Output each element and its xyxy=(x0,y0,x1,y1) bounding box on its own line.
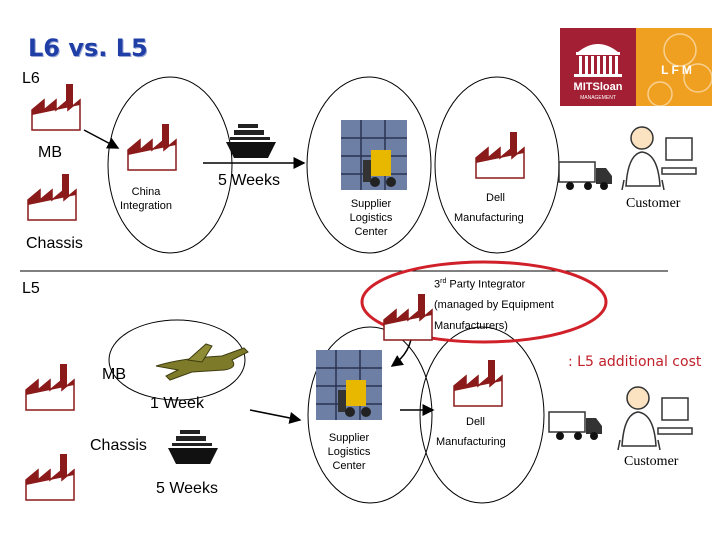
l6-label: L6 xyxy=(22,70,40,87)
l6-arrow-to-china xyxy=(83,129,120,149)
l5-manufacturing-label: Manufacturing xyxy=(436,436,506,448)
logo-right-text: LFM xyxy=(661,63,695,77)
l5-weeks-label: 5 Weeks xyxy=(156,480,218,497)
warehouse-forklift-icon xyxy=(341,120,407,190)
factory-icon xyxy=(25,454,75,501)
factory-icon xyxy=(383,294,433,341)
integrator-line1: 3rd Party Integrator xyxy=(434,278,525,291)
integrator-rest: Party Integrator xyxy=(449,278,526,291)
l6-slc-circle xyxy=(306,76,432,254)
l5-label: L5 xyxy=(22,280,40,297)
factory-icon xyxy=(475,132,525,179)
l5-customer-label: Customer xyxy=(624,454,679,469)
ship-icon xyxy=(226,124,276,158)
l5-mb-label: MB xyxy=(102,366,126,383)
integrator-prefix: 3 xyxy=(434,278,441,291)
l6-manufacturing-label: Manufacturing xyxy=(454,212,524,224)
l6-slc-line1: Supplier xyxy=(350,198,392,210)
warehouse-forklift-icon xyxy=(316,350,382,420)
l6-weeks-label: 5 Weeks xyxy=(218,172,280,189)
l6-dell-label: Dell xyxy=(486,192,505,204)
truck-icon xyxy=(548,411,602,440)
integrator-sup: rd xyxy=(440,278,447,285)
logo-left-text: MITSloan xyxy=(574,81,623,93)
factory-icon xyxy=(25,364,75,411)
integrator-line2: (managed by Equipment xyxy=(434,299,554,311)
l6-china-line2: Integration xyxy=(120,200,172,212)
customer-person-icon xyxy=(621,126,697,191)
l5-dell-label: Dell xyxy=(466,416,485,428)
ship-icon xyxy=(168,430,218,464)
l6-chassis-label: Chassis xyxy=(26,235,83,252)
l6-slc-line2: Logistics xyxy=(349,212,393,224)
factory-icon xyxy=(27,174,77,221)
factory-icon xyxy=(453,360,503,407)
l6-mb-label: MB xyxy=(38,144,62,161)
l5-arrow-to-slc xyxy=(249,409,302,424)
l5-dell-circle xyxy=(419,326,545,504)
l5-slc-line3: Center xyxy=(332,460,366,472)
l5-slc-line1: Supplier xyxy=(328,432,370,444)
integrator-highlight xyxy=(360,260,608,344)
l6-customer-label: Customer xyxy=(626,196,681,211)
factory-icon xyxy=(127,124,177,171)
customer-person-icon xyxy=(617,386,693,451)
l6-china-circle xyxy=(107,76,233,254)
l5-chassis-label: Chassis xyxy=(90,437,147,454)
integrator-line3: Manufacturers) xyxy=(434,320,508,332)
l6-slc-line3: Center xyxy=(354,226,388,238)
l5-one-week-label: 1 Week xyxy=(150,395,204,412)
mit-lfm-logo: MITSloan MANAGEMENT LFM xyxy=(560,28,713,107)
truck-icon xyxy=(558,161,612,190)
l5-slc-line2: Logistics xyxy=(327,446,371,458)
airplane-icon xyxy=(155,343,249,381)
l6-china-line1: China xyxy=(131,186,161,198)
l5-china-circle xyxy=(108,319,246,401)
l5-additional-cost: : L5 additional cost xyxy=(568,354,702,370)
logo-left-sub: MANAGEMENT xyxy=(580,95,616,101)
factory-icon xyxy=(31,84,81,131)
slide-title: L6 vs. L5 xyxy=(28,34,148,62)
